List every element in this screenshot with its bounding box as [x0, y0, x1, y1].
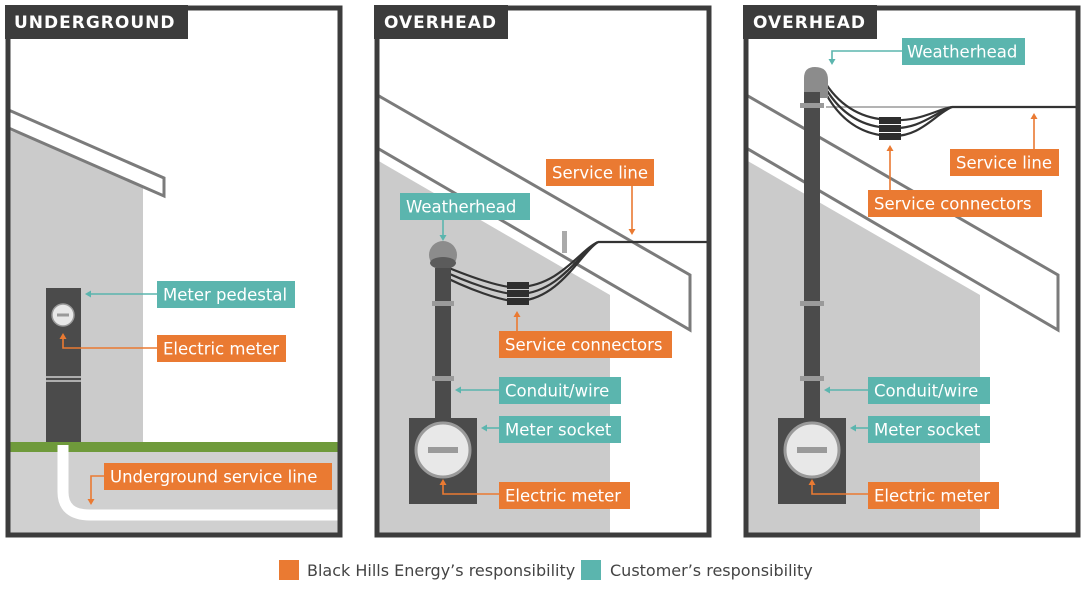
legend-customer: Customer’s responsibility: [610, 561, 813, 580]
service-connector: [879, 117, 901, 124]
label-weatherhead: Weatherhead: [907, 43, 1017, 62]
panel-overhead-house: OVERHEAD Service line Weatherhead Servic…: [374, 5, 712, 538]
label-underground-service-line: Underground service line: [110, 468, 317, 487]
label-meter-pedestal: Meter pedestal: [163, 286, 287, 305]
label-conduit-wire: Conduit/wire: [505, 382, 609, 401]
label-meter-socket: Meter socket: [874, 421, 981, 440]
weatherhead: [804, 67, 828, 98]
panel-tab: [743, 5, 877, 39]
legend: Black Hills Energy’s responsibility Cust…: [279, 560, 813, 580]
service-connector: [507, 282, 529, 289]
ground-strip: [8, 442, 340, 452]
panel-overhead-mast: OVERHEAD Weatherhead Service line Servic…: [743, 5, 1081, 538]
panel-frame: [374, 5, 712, 538]
label-service-connectors: Service connectors: [505, 336, 662, 355]
legend-swatch-company: [279, 560, 299, 580]
underground-conduit: [57, 445, 340, 521]
service-connector: [507, 298, 529, 305]
label-electric-meter: Electric meter: [163, 340, 279, 359]
service-connector: [879, 125, 901, 132]
label-service-connectors: Service connectors: [874, 195, 1031, 214]
label-service-line: Service line: [956, 154, 1052, 173]
panel-tab: [5, 5, 188, 39]
label-service-line: Service line: [552, 164, 648, 183]
conduit: [435, 268, 451, 420]
label-electric-meter: Electric meter: [505, 487, 621, 506]
label-weatherhead: Weatherhead: [406, 198, 516, 217]
mast-conduit: [804, 88, 820, 420]
house-wall: [8, 130, 143, 442]
panel-frame: [743, 5, 1081, 538]
panel-title: UNDERGROUND: [14, 13, 176, 33]
roof: [377, 93, 692, 333]
label-electric-meter: Electric meter: [874, 487, 990, 506]
panel-tab: [374, 5, 508, 39]
service-connector: [507, 290, 529, 297]
service-connector: [879, 133, 901, 140]
insulator-bracket: [562, 231, 567, 253]
label-conduit-wire: Conduit/wire: [874, 382, 978, 401]
panel-title: OVERHEAD: [753, 13, 866, 33]
legend-swatch-customer: [581, 560, 601, 580]
roof: [8, 108, 166, 199]
panel-underground: UNDERGROUND Meter pedestal Electric mete…: [5, 5, 343, 538]
panel-title: OVERHEAD: [384, 13, 497, 33]
legend-company: Black Hills Energy’s responsibility: [307, 561, 575, 580]
label-meter-socket: Meter socket: [505, 421, 612, 440]
